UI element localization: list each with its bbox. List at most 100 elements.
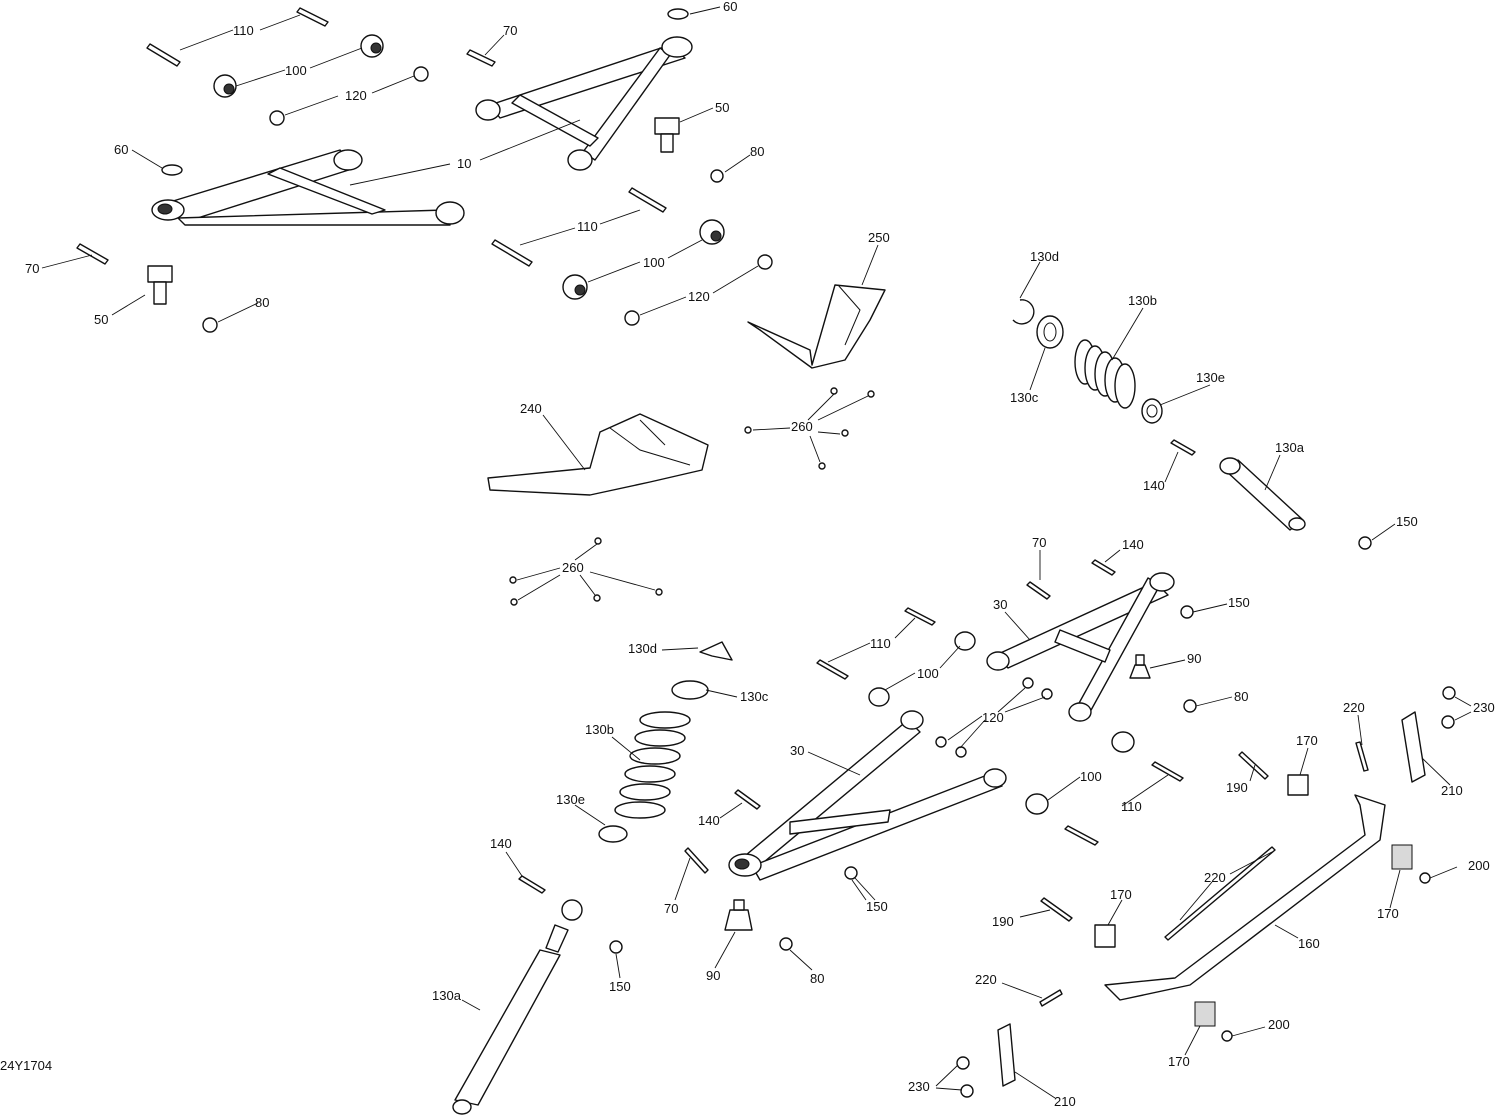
spring-seat-130c-right: [1036, 315, 1064, 349]
bolt-110-b: [146, 43, 181, 67]
balljoint-90-right: [1129, 654, 1151, 679]
nut-120-c: [757, 254, 773, 270]
bushing-170-a: [1287, 774, 1309, 796]
callout-label: 130a: [432, 988, 462, 1003]
callout-label: 150: [1228, 595, 1250, 610]
callout-label: 90: [706, 968, 720, 983]
shock-130a-right: [1219, 457, 1306, 531]
callout-label: 140: [1122, 537, 1144, 552]
bushing-100-d: [562, 274, 588, 300]
bolt-70-a: [466, 49, 496, 67]
bushing-170-d: [1194, 1001, 1216, 1027]
callout-label: 170: [1110, 887, 1132, 902]
bracket-250: [747, 284, 886, 369]
spring-seat-130c-left: [671, 680, 709, 700]
callout-label: 250: [868, 230, 890, 245]
nut-150-c: [844, 866, 858, 880]
bushing-100-e: [954, 631, 976, 651]
bolt-140-a: [1170, 439, 1196, 456]
callout-label: 240: [520, 401, 542, 416]
callout-label: 60: [723, 0, 737, 14]
callout-label: 100: [1080, 769, 1102, 784]
link-210-a: [1401, 711, 1426, 783]
callout-label: 130c: [740, 689, 769, 704]
callout-label: 50: [715, 100, 729, 115]
callout-label: 260: [791, 419, 813, 434]
callout-label: 50: [94, 312, 108, 327]
callout-label: 170: [1168, 1054, 1190, 1069]
bushing-170-c: [1391, 844, 1413, 870]
bolt-220-b: [1164, 846, 1276, 941]
balljoint-50-b: [147, 265, 173, 305]
sway-bar-160: [1104, 794, 1386, 1001]
spring-130b-right: [1074, 339, 1136, 409]
shock-130a-left: [452, 899, 583, 1115]
callout-label: 170: [1377, 906, 1399, 921]
spring-retainer-130d-left: [699, 641, 733, 661]
callout-label: 130b: [1128, 293, 1157, 308]
callout-label: 130b: [585, 722, 614, 737]
nut-80-a: [710, 169, 724, 183]
callout-label: 120: [345, 88, 367, 103]
bolt-190-b: [1040, 897, 1073, 922]
callout-label: 120: [982, 710, 1004, 725]
clips-260-lower: [509, 537, 663, 606]
callout-label: 200: [1268, 1017, 1290, 1032]
bushing-170-b: [1094, 924, 1116, 948]
bolt-220-c: [1039, 989, 1063, 1007]
callout-label: 130a: [1275, 440, 1305, 455]
nut-200-b: [1221, 1030, 1233, 1042]
callout-label: 80: [750, 144, 764, 159]
bushing-100-h: [1025, 793, 1049, 815]
upper-a-arm-left: [151, 149, 465, 226]
callout-label: 230: [1473, 700, 1495, 715]
callout-label: 150: [866, 899, 888, 914]
callout-label: 30: [790, 743, 804, 758]
callout-labels: 110 60 70 100 120 50 80 60 10 80 110 70 …: [25, 0, 1495, 1109]
callout-label: 260: [562, 560, 584, 575]
link-210-b: [997, 1023, 1016, 1087]
callout-label: 140: [490, 836, 512, 851]
callout-label: 70: [664, 901, 678, 916]
callout-label: 30: [993, 597, 1007, 612]
nut-120-a: [413, 66, 429, 82]
callout-label: 160: [1298, 936, 1320, 951]
callout-label: 140: [1143, 478, 1165, 493]
nuts-120-mid: [935, 677, 1053, 758]
ring-60-a: [667, 8, 689, 20]
bolt-110-e: [904, 607, 936, 626]
bolt-70-b: [76, 243, 109, 265]
bolt-70-d: [684, 847, 709, 874]
callout-label: 120: [688, 289, 710, 304]
bushing-100-c: [699, 219, 725, 245]
bolt-110-d: [491, 239, 533, 267]
callout-label: 70: [503, 23, 517, 38]
bushing-100-g: [1111, 731, 1135, 753]
guard-240: [487, 413, 709, 496]
spring-130b-left: [614, 711, 691, 819]
callout-label: 150: [1396, 514, 1418, 529]
nut-80-c: [1183, 699, 1197, 713]
callout-label: 220: [975, 972, 997, 987]
bushing-100-b: [213, 74, 237, 98]
callout-label: 80: [810, 971, 824, 986]
upper-a-arm-right: [475, 36, 693, 171]
callout-label: 170: [1296, 733, 1318, 748]
callout-label: 150: [609, 979, 631, 994]
nut-120-d: [624, 310, 640, 326]
callout-label: 100: [285, 63, 307, 78]
leader-lines: [41, 6, 1472, 1099]
callout-label: 190: [992, 914, 1014, 929]
callout-label: 100: [643, 255, 665, 270]
bolt-110-g: [1151, 761, 1184, 782]
bolt-110-a: [296, 7, 329, 27]
bolt-70-c: [1026, 581, 1051, 600]
callout-label: 90: [1187, 651, 1201, 666]
nut-200-a: [1419, 872, 1431, 884]
bolt-110-h: [1064, 825, 1099, 846]
callout-label: 130e: [1196, 370, 1225, 385]
callout-label: 110: [870, 636, 891, 651]
balljoint-90-left: [724, 899, 753, 931]
bolt-190-a: [1238, 751, 1269, 780]
